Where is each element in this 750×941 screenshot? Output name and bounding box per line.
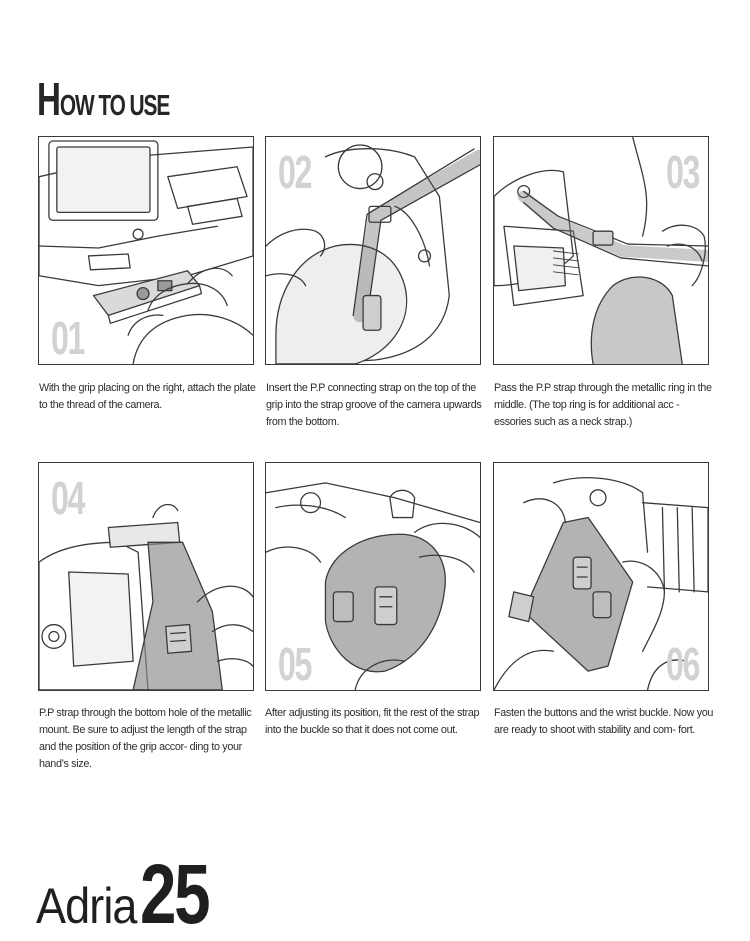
- brand-name: Adria: [36, 878, 137, 934]
- step-caption-05: After adjusting its position, fit the re…: [265, 707, 480, 736]
- step-illustration-05: 05: [265, 462, 481, 691]
- step-illustration-01: 01: [38, 136, 254, 365]
- page-title: HOW TO USE: [37, 73, 170, 125]
- step-number: 05: [278, 638, 312, 690]
- model-number: 25: [139, 847, 211, 941]
- step-caption-02: Insert the P.P connecting strap on the t…: [266, 382, 482, 428]
- step-caption-01: With the grip placing on the right, atta…: [39, 382, 256, 411]
- step-number: 04: [51, 472, 85, 524]
- step-number: 03: [666, 146, 700, 198]
- page-title-rest: OW TO USE: [59, 90, 170, 122]
- step-illustration-04: 04: [38, 462, 254, 691]
- step-number: 06: [666, 638, 700, 690]
- step-number: 01: [51, 312, 85, 364]
- step-illustration-02: 02: [265, 136, 481, 365]
- step-caption-04: P.P strap through the bottom hole of the…: [39, 707, 252, 770]
- product-name: Adria25: [36, 852, 227, 936]
- step-illustration-03: 03: [493, 136, 709, 365]
- step-caption-03: Pass the P.P strap through the metallic …: [494, 382, 712, 428]
- step-caption-06: Fasten the buttons and the wrist buckle.…: [494, 707, 714, 736]
- step-illustration-06: 06: [493, 462, 709, 691]
- step-number: 02: [278, 146, 312, 198]
- page-title-initial: H: [37, 73, 61, 125]
